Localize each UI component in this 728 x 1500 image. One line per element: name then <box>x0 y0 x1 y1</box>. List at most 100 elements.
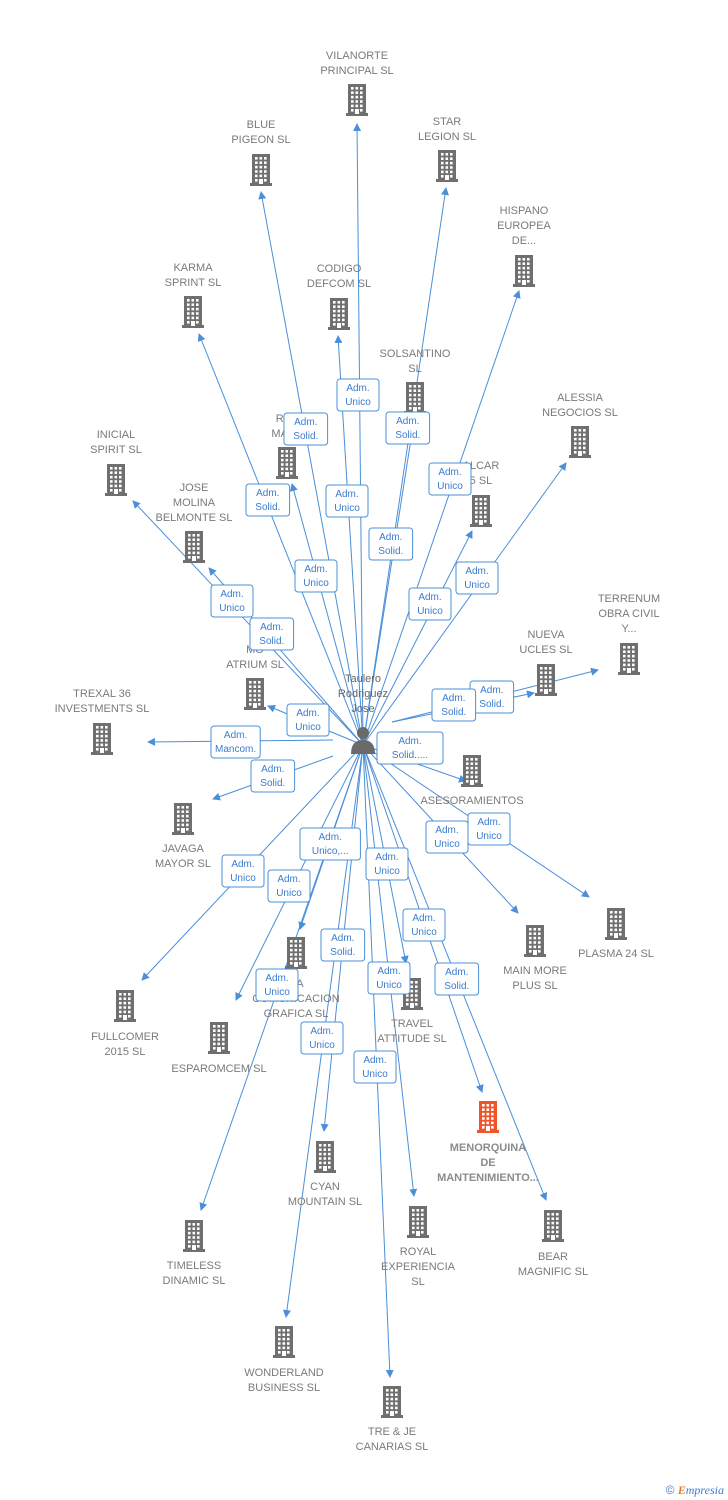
role-badge[interactable]: Adm.Unico <box>428 462 472 496</box>
role-badge[interactable]: Adm. Solid. <box>434 962 480 996</box>
role-badge[interactable]: Adm.Unico <box>425 820 469 854</box>
role-badge[interactable]: Adm.Unico <box>300 1021 344 1055</box>
copyright-symbol: © <box>665 1483 675 1497</box>
role-label: Unico <box>476 831 502 842</box>
edge-alessia <box>362 462 567 746</box>
company-name-line: PIGEON SL <box>231 134 290 146</box>
role-label: Adm. <box>445 967 468 978</box>
company-name-line: EUROPEA <box>497 220 551 232</box>
role-label: Adm. <box>379 532 402 543</box>
company-name-line: SL <box>411 1276 424 1288</box>
role-label: Unico <box>464 580 490 591</box>
role-label: Solid. <box>441 707 466 718</box>
role-label: Adm. <box>231 859 254 870</box>
role-badge[interactable]: Adm.Unico <box>408 587 452 621</box>
footer-brand[interactable]: © Empresia <box>666 1483 724 1498</box>
role-badge[interactable]: Adm.Unico <box>210 584 254 618</box>
role-badge[interactable]: Adm.Unico <box>353 1050 397 1084</box>
company-node[interactable]: ESPAROMCEM SL <box>171 1022 267 1075</box>
edge-hispano <box>362 290 521 746</box>
company-node[interactable]: TRAVEL ATTITUDE SL <box>377 978 447 1045</box>
edge-vilanorte <box>353 123 364 746</box>
building-icon <box>535 664 557 696</box>
company-node[interactable]: PLASMA 24 SL <box>578 908 654 960</box>
role-label: Adm. <box>220 589 243 600</box>
role-label: Solid. <box>479 699 504 710</box>
role-label: Solid. <box>444 981 469 992</box>
company-node[interactable]: BLUE PIGEON SL <box>231 119 291 186</box>
company-name-line: ATTITUDE SL <box>377 1033 446 1045</box>
role-label: Unico <box>417 606 443 617</box>
building-icon <box>470 495 492 527</box>
role-label: Unico <box>334 503 360 514</box>
role-badge[interactable]: Adm.Solid. <box>249 617 295 651</box>
company-node[interactable]: MOATRIUM SL <box>226 644 284 710</box>
building-icon <box>183 1220 205 1252</box>
company-name-line: MAIN MORE <box>503 965 567 977</box>
company-name-line: TREXAL 36 <box>73 688 131 700</box>
role-label: Adm. <box>260 622 283 633</box>
role-badge[interactable]: Adm.Unico <box>325 484 369 518</box>
role-badge[interactable]: Adm.Unico <box>367 961 411 995</box>
role-badge[interactable]: Adm.Unico <box>455 561 499 595</box>
role-badge[interactable]: Adm.Unico <box>467 812 511 846</box>
role-badge[interactable]: Adm.Solid..... <box>376 731 444 765</box>
role-badge[interactable]: Adm.Solid. <box>283 412 329 446</box>
company-node[interactable]: ASESORAMIENTOS <box>420 755 524 807</box>
role-label: Adm. <box>256 488 279 499</box>
role-label: Unico <box>230 873 256 884</box>
role-badge[interactable]: Adm.Solid. <box>320 928 366 962</box>
role-label: Solid. <box>293 431 318 442</box>
role-badge[interactable]: Adm.Unico <box>336 378 380 412</box>
role-badge[interactable]: Adm.Solid. <box>469 680 515 714</box>
company-name-line: WONDERLAND <box>244 1367 324 1379</box>
role-label: Unico <box>264 987 290 998</box>
role-badge[interactable]: Adm.Solid. <box>385 411 431 445</box>
building-icon <box>569 426 591 458</box>
role-badge[interactable]: Adm.Unico,... <box>299 827 361 861</box>
company-name-line: DEFCOM SL <box>307 278 371 290</box>
role-badge[interactable]: Adm.Unico <box>402 908 446 942</box>
role-badge[interactable]: Adm.Mancom. <box>210 725 261 759</box>
role-badge[interactable]: Adm.Unico <box>255 968 299 1002</box>
role-badge[interactable]: Adm.Unico <box>365 847 409 881</box>
company-name-line: PLASMA 24 SL <box>578 948 654 960</box>
role-badge[interactable]: Adm.Solid. <box>245 483 291 517</box>
role-badge[interactable]: Adm.Solid. <box>431 688 477 722</box>
company-node[interactable]: HISPANOEUROPEADE... <box>497 205 552 287</box>
edge-blue_pigeon <box>258 191 364 746</box>
company-node[interactable]: MENORQUINADEMANTENIMIENTO... <box>437 1101 539 1184</box>
company-name-line: TRAVEL <box>391 1018 433 1030</box>
role-badge[interactable]: Adm.Unico <box>286 703 330 737</box>
role-badge[interactable]: Adm.Solid. <box>368 527 414 561</box>
company-name-line: JAVAGA <box>162 843 204 855</box>
company-name-line: TIMELESS <box>167 1260 221 1272</box>
company-name-line: BLUE <box>247 119 276 131</box>
role-badge[interactable]: Adm.Unico <box>294 559 338 593</box>
role-badge[interactable]: Adm. Unico <box>221 854 265 888</box>
role-badge[interactable]: Adm.Unico <box>267 869 311 903</box>
role-badge[interactable]: Adm.Solid. <box>250 759 296 793</box>
